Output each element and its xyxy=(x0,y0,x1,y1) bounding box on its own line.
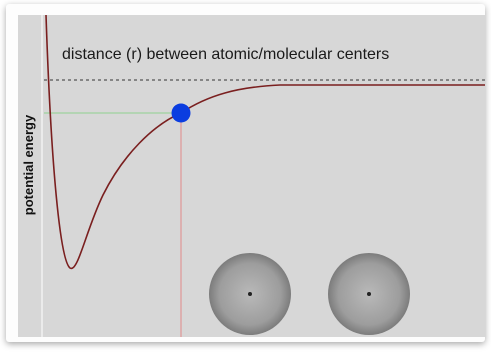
atom-right xyxy=(328,253,410,335)
x-axis-label: distance (r) between atomic/molecular ce… xyxy=(62,45,389,65)
potential-energy-plot: potential energy distance (r) between at… xyxy=(18,15,485,337)
atom-left xyxy=(209,253,291,335)
atom-left-nucleus xyxy=(248,292,252,296)
atom-right-nucleus xyxy=(367,292,371,296)
y-axis-label: potential energy xyxy=(20,90,38,240)
figure-card: potential energy distance (r) between at… xyxy=(6,4,485,342)
distance-marker[interactable] xyxy=(172,104,191,123)
